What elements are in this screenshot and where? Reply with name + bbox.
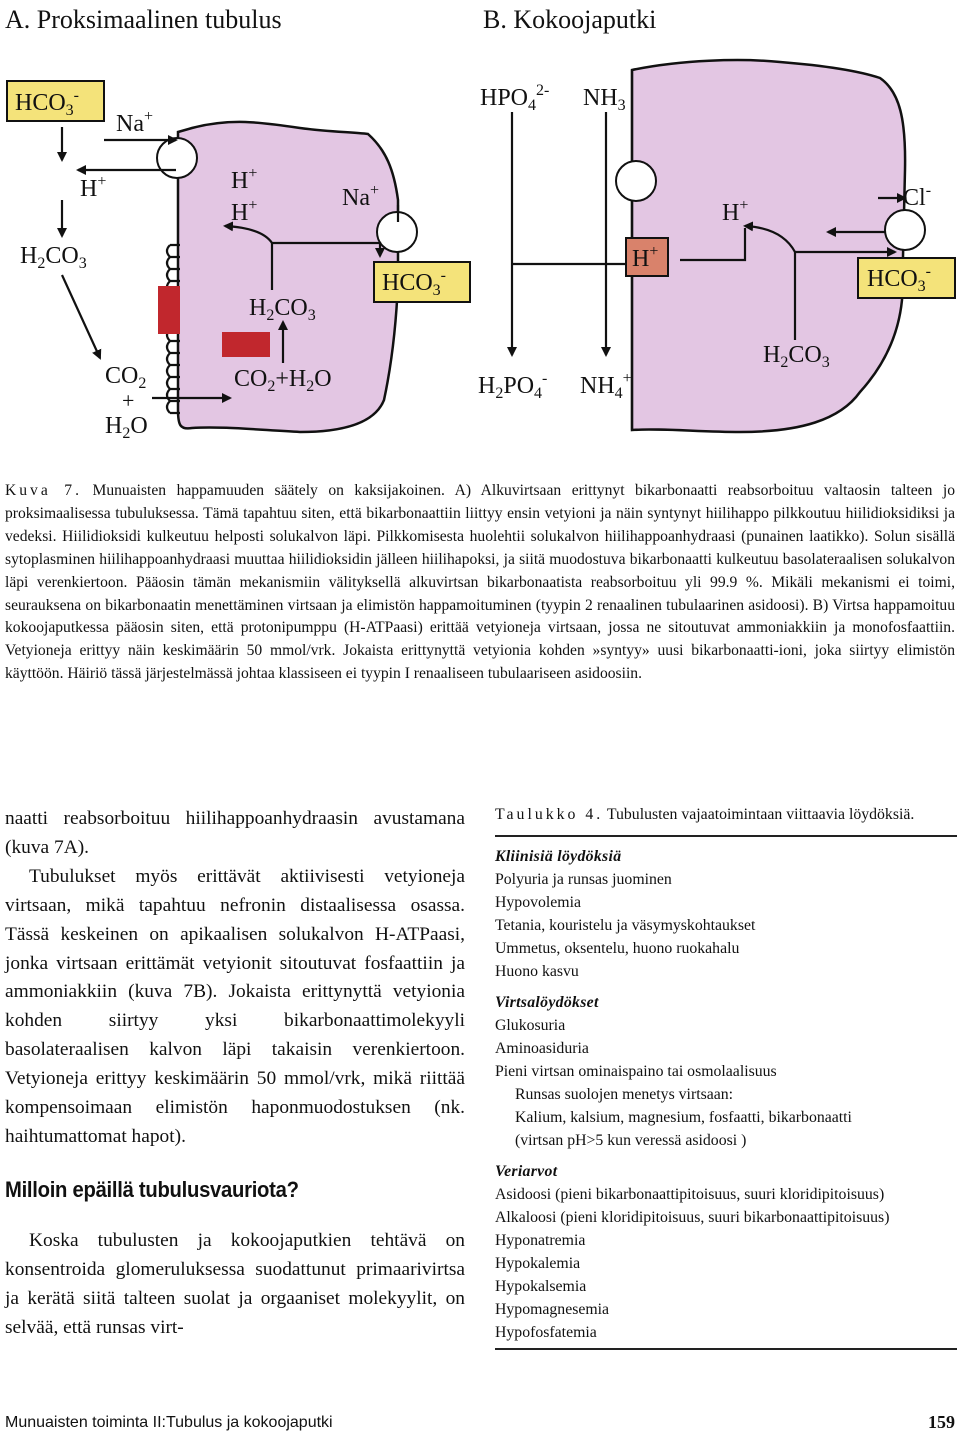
transporter-na-h-apical xyxy=(156,137,198,179)
table-4: Taulukko 4. Tubulusten vajaatoimintaan v… xyxy=(495,803,957,1350)
table-item: Glukosuria xyxy=(495,1017,566,1034)
table-item: Asidoosi (pieni bikarbonaattipitoisuus, … xyxy=(495,1186,885,1203)
panel-b-title: B. Kokoojaputki xyxy=(483,5,656,34)
a-h2co3-mid: H2CO3 xyxy=(249,295,316,324)
table-item: Huono kasvu xyxy=(495,963,579,980)
table-item: Hypomagnesemia xyxy=(495,1301,610,1318)
a-h2o: H2O xyxy=(105,413,148,440)
carbonic-anhydrase-membrane xyxy=(158,286,180,334)
table-item: Hypokalemia xyxy=(495,1255,581,1272)
b-hpo4: HPO42- xyxy=(480,82,549,114)
table-item: Tetania, kouristelu ja väsymyskohtaukset xyxy=(495,917,756,934)
page-number: 159 xyxy=(928,1412,955,1432)
section-heading: Milloin epäillä tubulusvauriota? xyxy=(5,1176,299,1202)
table-subitem: (virtsan pH>5 kun veressä asidoosi ) xyxy=(515,1132,747,1149)
table-category-blood: Veriarvot xyxy=(495,1163,558,1180)
a-h-left: H+ xyxy=(80,173,106,202)
figure-kuva-7: A. Proksimaalinen tubulus B. Kokoojaputk… xyxy=(5,5,956,440)
b-h2po4: H2PO4- xyxy=(478,370,547,402)
panel-a-title: A. Proksimaalinen tubulus xyxy=(5,5,282,34)
a-plus: + xyxy=(122,388,134,413)
table-caption-label: Taulukko 4. xyxy=(495,806,604,823)
table-caption-title: Tubulusten vajaatoimintaan viittaavia lö… xyxy=(603,806,915,823)
b-hco3-right-box xyxy=(857,257,956,299)
b-h-atpase-box xyxy=(625,237,669,277)
table-subitem: Kalium, kalsium, magnesium, fosfaatti, b… xyxy=(515,1109,852,1126)
body-text-left: naatti reabsorboituu hiilihappoanhydraas… xyxy=(5,805,465,1342)
b-h2co3: H2CO3 xyxy=(763,342,830,371)
carbonic-anhydrase-cytoplasm xyxy=(222,332,270,357)
a-hco3-right-box xyxy=(373,261,471,303)
table-item: Hypovolemia xyxy=(495,894,581,911)
table-bottom-rule xyxy=(495,1348,957,1350)
paragraph-3: Koska tubulusten ja kokoojaputkien tehtä… xyxy=(5,1229,465,1338)
caption-text: Munuaisten happamuuden säätely on kaksij… xyxy=(5,482,955,683)
table-item: Hyponatremia xyxy=(495,1232,586,1249)
b-cl: Cl- xyxy=(903,182,931,211)
paragraph-1: naatti reabsorboituu hiilihappoanhydraas… xyxy=(5,808,465,858)
table-item: Hypokalsemia xyxy=(495,1278,587,1295)
a-co2-h2o: CO2+H2O xyxy=(234,366,332,395)
transporter-b-right xyxy=(884,209,926,251)
table-top-rule xyxy=(495,835,957,837)
table-item: Ummetus, oksentelu, huono ruokahalu xyxy=(495,940,740,957)
running-footer-title: Munuaisten toiminta II:Tubulus ja kokooj… xyxy=(5,1414,333,1431)
transporter-b-top xyxy=(615,160,657,202)
panel-a-arrows xyxy=(57,127,400,403)
a-h2co3-left: H2CO3 xyxy=(20,243,87,272)
table-category-clinical: Kliinisiä löydöksiä xyxy=(495,848,622,865)
paragraph-2: Tubulukset myös erittävät aktiivisesti v… xyxy=(5,865,465,1147)
table-item: Polyuria ja runsas juominen xyxy=(495,871,672,888)
b-nh3: NH3 xyxy=(583,85,626,114)
b-nh4: NH4+ xyxy=(580,370,632,402)
caption-label: Kuva 7. xyxy=(5,482,82,499)
a-na-top: Na+ xyxy=(116,108,153,137)
table-subitem: Runsas suolojen menetys virtsaan: xyxy=(515,1086,734,1103)
panel-b-cell xyxy=(630,58,907,434)
figure-caption: Kuva 7. Munuaisten happamuuden säätely o… xyxy=(5,480,955,686)
table-caption: Taulukko 4. Tubulusten vajaatoimintaan v… xyxy=(495,803,957,826)
a-hco3-box xyxy=(6,80,105,122)
table-category-urine: Virtsalöydökset xyxy=(495,994,599,1011)
table-item: Aminoasiduria xyxy=(495,1040,589,1057)
table-item: Hypofosfatemia xyxy=(495,1324,597,1341)
table-item: Pieni virtsan ominaispaino tai osmolaali… xyxy=(495,1063,777,1080)
table-item: Alkaloosi (pieni kloridipitoisuus, suuri… xyxy=(495,1209,890,1226)
